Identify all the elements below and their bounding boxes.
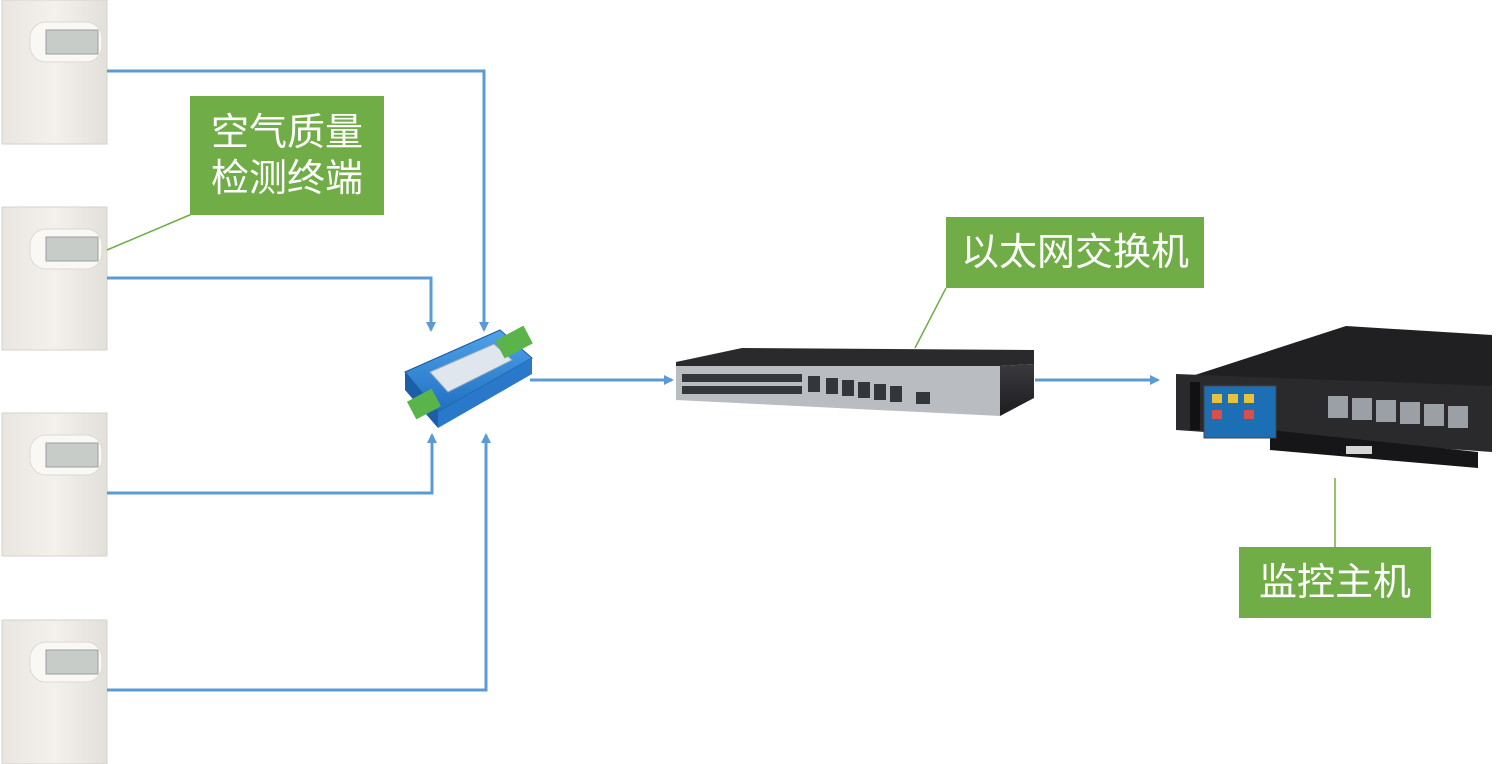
sensor-terminal-3: [1, 412, 108, 557]
host-label: 监控主机: [1239, 547, 1431, 618]
connector-sensor-1: [107, 69, 489, 332]
ethernet-switch-icon: [676, 348, 1034, 416]
connector-sensor-4: [107, 433, 491, 692]
connector-sensor-2: [107, 276, 436, 332]
monitor-host: [1176, 326, 1492, 468]
rack-monitor-host-icon: [1176, 326, 1492, 468]
leader-switch: [914, 287, 947, 349]
host-label-text: 监控主机: [1258, 559, 1411, 604]
ethernet-switch: [676, 348, 1034, 416]
sensor-label-line2: 检测终端: [210, 155, 363, 200]
connector-sensor-3: [107, 433, 437, 495]
sensor-terminal-4: [1, 619, 108, 764]
switch-label: 以太网交换机: [946, 217, 1204, 288]
leader-sensor: [106, 213, 193, 251]
serial-converter-icon: [404, 325, 533, 428]
switch-label-text: 以太网交换机: [960, 229, 1189, 274]
sensor-label-line1: 空气质量: [210, 109, 363, 154]
sensor-label: 空气质量 检测终端: [190, 96, 384, 215]
serial-converter: [404, 325, 533, 428]
sensor-terminal-2: [1, 206, 108, 351]
sensor-terminal-1: [1, 0, 108, 145]
